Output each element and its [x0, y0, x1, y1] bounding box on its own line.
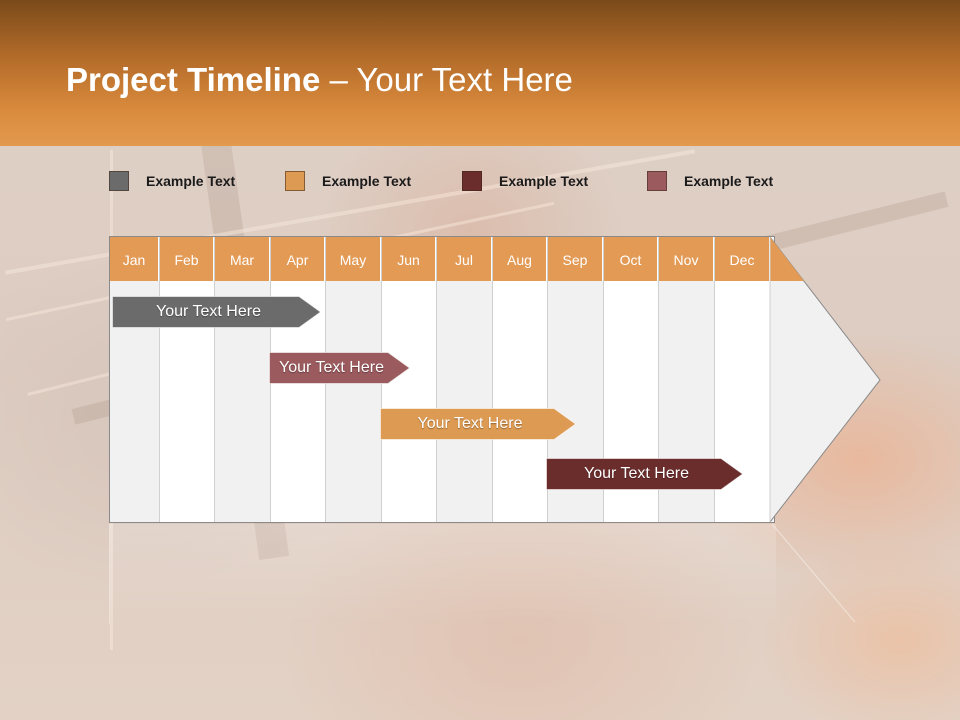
task-label: Your Text Here [279, 359, 384, 376]
month-header-jan: Jan [110, 237, 159, 281]
month-header-jun: Jun [382, 237, 436, 281]
task-bar[interactable]: Your Text Here [269, 352, 410, 384]
task-label: Your Text Here [156, 303, 261, 320]
month-column: Jan [110, 237, 160, 522]
legend-label: Example Text [499, 173, 589, 189]
month-header-may: May [326, 237, 381, 281]
task-label: Your Text Here [417, 415, 523, 432]
month-header-feb: Feb [160, 237, 214, 281]
timeline-reflection [109, 524, 776, 624]
task-bar[interactable]: Your Text Here [380, 408, 576, 440]
month-column: Jul [437, 237, 493, 522]
task-bar[interactable]: Your Text Here [546, 458, 743, 490]
task-arrow-shape [269, 352, 410, 384]
month-header-dec: Dec [715, 237, 770, 281]
arrow-reflection [771, 523, 856, 623]
legend-label: Example Text [322, 173, 412, 189]
month-column: Feb [160, 237, 215, 522]
month-header-sep: Sep [548, 237, 603, 281]
slide-header: Project Timeline – Your Text Here [0, 0, 960, 146]
task-arrow-shape [380, 408, 576, 440]
title-bold: Project Timeline [66, 61, 321, 98]
legend-label: Example Text [146, 173, 236, 189]
month-header-oct: Oct [604, 237, 658, 281]
legend-swatch [285, 171, 305, 191]
month-header-aug: Aug [493, 237, 547, 281]
task-arrow-shape [546, 458, 743, 490]
title-rest: – Your Text Here [320, 61, 573, 98]
task-label: Your Text Here [584, 465, 689, 482]
month-header-mar: Mar [215, 237, 270, 281]
legend-swatch [647, 171, 667, 191]
month-header-apr: Apr [271, 237, 325, 281]
legend-swatch [462, 171, 482, 191]
month-column: Aug [493, 237, 548, 522]
task-arrow-shape [112, 296, 321, 328]
month-header-jul: Jul [437, 237, 492, 281]
month-header-nov: Nov [659, 237, 714, 281]
task-bar[interactable]: Your Text Here [112, 296, 321, 328]
legend-label: Example Text [684, 173, 774, 189]
month-column: Mar [215, 237, 271, 522]
slide-title: Project Timeline – Your Text Here [66, 61, 573, 99]
legend-swatch [109, 171, 129, 191]
